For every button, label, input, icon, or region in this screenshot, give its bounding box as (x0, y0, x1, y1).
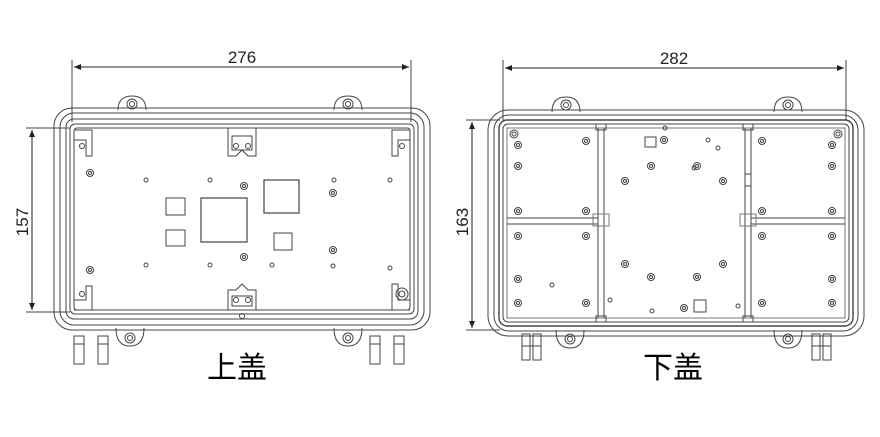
upper-height-label: 157 (13, 208, 32, 236)
lower-height-dimension: 163 (453, 119, 500, 331)
lower-width-label: 282 (660, 49, 688, 68)
lower-cover-caption: 下盖 (643, 351, 703, 386)
upper-top-ears (117, 95, 363, 111)
upper-height-dimension: 157 (13, 127, 70, 313)
lower-partitions (506, 123, 846, 323)
upper-outer-shell (53, 107, 431, 331)
upper-cover-drawing: 276 157 (13, 48, 431, 365)
lower-center-compartment (607, 125, 741, 314)
lower-hinge-tabs (521, 333, 832, 361)
lower-edge-bosses (509, 129, 843, 307)
lower-bottom-ears (555, 329, 803, 349)
upper-corner-brackets (74, 129, 410, 311)
upper-width-dimension: 276 (71, 48, 412, 122)
lower-outer-shell (487, 109, 865, 337)
lower-cover-drawing: 282 163 (453, 49, 865, 361)
upper-width-label: 276 (228, 48, 256, 67)
upper-center-clips (227, 128, 257, 319)
upper-cover-caption: 上盖 (207, 351, 267, 386)
upper-bottom-ears (115, 327, 363, 347)
lower-width-dimension: 282 (502, 49, 847, 120)
upper-interior (86, 169, 393, 274)
lower-height-label: 163 (453, 208, 472, 236)
upper-hinge-tabs (73, 335, 405, 365)
